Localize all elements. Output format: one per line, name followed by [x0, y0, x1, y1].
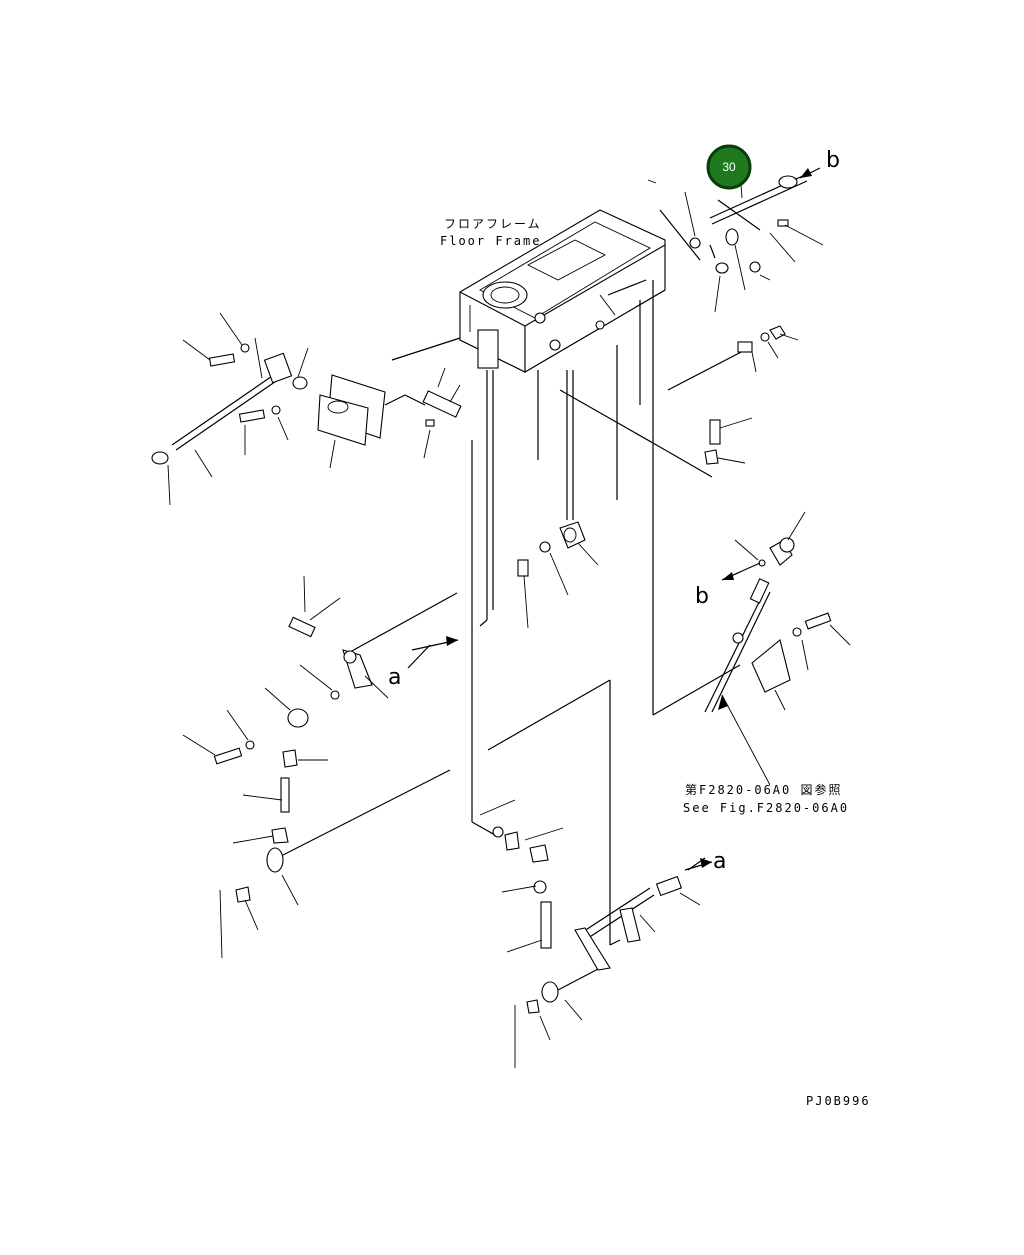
right-lever-cable: [704, 511, 851, 786]
marker-a-left: a: [388, 665, 401, 690]
frame-outline-lines: [391, 279, 746, 716]
upper-left-lever: [151, 312, 309, 506]
relay-housing: [317, 367, 462, 469]
marker-b-middle: b: [695, 584, 709, 609]
direction-arrows: [721, 167, 821, 581]
marker-b-top: b: [826, 148, 840, 173]
right-fasteners: [704, 325, 799, 465]
callout-badge-30[interactable]: 30: [706, 144, 752, 190]
top-linkage-rod: [647, 169, 824, 313]
drawing-code: PJ0B996: [806, 1094, 871, 1108]
see-figure-label-en: See Fig.F2820-06A0: [683, 801, 849, 815]
marker-a-right: a: [713, 849, 726, 874]
left-linkage-assembly: [182, 440, 611, 959]
see-figure-label-jp: 第F2820-06A0 図参照: [685, 782, 842, 797]
floor-frame-label-en: Floor Frame: [440, 234, 541, 248]
bottom-center-linkage: [479, 680, 713, 1068]
floor-frame-label-jp: フロアフレーム: [444, 217, 542, 231]
center-fasteners: [517, 521, 599, 629]
text-labels: フロアフレーム Floor Frame 第F2820-06A0 図参照 See …: [388, 148, 871, 1108]
floor-frame-body: [459, 209, 666, 373]
callout-number: 30: [722, 160, 736, 174]
